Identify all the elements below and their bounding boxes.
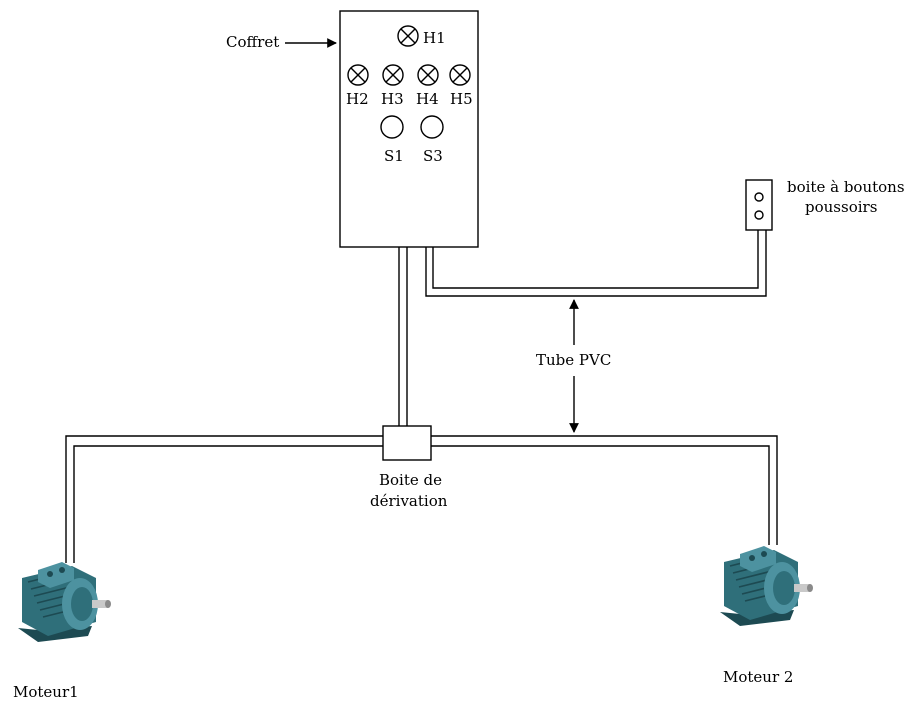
coffret-label: Coffret [226,33,279,51]
pushbutton-box-label-line1: boite à boutons [787,178,905,196]
motor2-image [720,546,813,626]
lamp-h4 [418,65,438,85]
conduit-to-motor2-inner [431,446,769,545]
motor1-image [18,562,111,642]
lamp-h5 [450,65,470,85]
motor1-label: Moteur1 [13,683,79,701]
pushbutton-box-label-line2: poussoirs [805,198,877,216]
lamp-h3 [383,65,403,85]
button-s3-label: S3 [423,147,443,165]
lamp-h1-label: H1 [423,29,446,47]
pushbutton-top [755,193,763,201]
conduit-to-motor2-outer [431,436,777,545]
junction-box-label-line1: Boite de [379,471,442,489]
lamp-h5-label: H5 [450,90,473,108]
motor2-label: Moteur 2 [723,668,793,686]
button-s1 [381,116,403,138]
tube-label: Tube PVC [536,351,611,369]
lamp-h2 [348,65,368,85]
button-s1-label: S1 [384,147,404,165]
lamp-h4-label: H4 [416,90,439,108]
pushbutton-box [746,180,772,230]
conduit-to-motor1-outer [66,436,383,563]
lamp-h3-label: H3 [381,90,404,108]
junction-box [383,426,431,460]
lamp-h2-label: H2 [346,90,369,108]
lamp-h1 [398,26,418,46]
conduit-to-pushbutton-inner [433,230,758,288]
button-s3 [421,116,443,138]
conduit-to-motor1-inner [74,446,383,563]
pushbutton-bottom [755,211,763,219]
junction-box-label-line2: dérivation [370,492,448,510]
